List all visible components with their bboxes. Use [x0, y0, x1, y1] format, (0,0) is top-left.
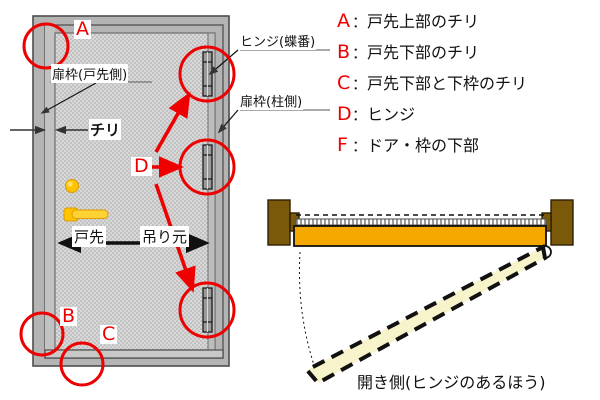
- door-chiri-step: [45, 25, 55, 358]
- door-leaf-panel: [54, 32, 216, 351]
- marker-label-a: A: [74, 18, 91, 40]
- legend-text: 戸先下部のチリ: [367, 43, 480, 62]
- callout-chiri: チリ: [89, 119, 122, 140]
- door-cylinder-lock: [65, 179, 79, 193]
- callout-frame-leading-side: 扉枠(戸先側): [51, 64, 129, 83]
- marker-circle-c: [59, 341, 105, 387]
- legend-text: ドア・枠の下部: [367, 136, 480, 155]
- legend-item: B ： 戸先下部のチリ: [337, 39, 595, 70]
- door-lever-handle: [63, 207, 109, 222]
- marker-circle-hinge-bottom: [178, 281, 236, 339]
- legend-text: ヒンジ: [367, 105, 416, 124]
- door-plan-group: [267, 199, 574, 386]
- legend-item: A ： 戸先上部のチリ: [337, 8, 595, 39]
- legend-separator: ：: [352, 44, 368, 62]
- plan-caption: 開き側(ヒンジのあるほう): [357, 373, 546, 392]
- legend-key: C: [337, 72, 351, 94]
- marker-circle-b: [19, 311, 65, 357]
- legend-key: D: [337, 103, 352, 125]
- marker-label-c: C: [100, 323, 118, 345]
- legend-text: 戸先上部のチリ: [367, 12, 480, 31]
- marker-circle-a: [22, 22, 70, 70]
- marker-label-b: B: [60, 305, 78, 327]
- hinge-bottom: [202, 287, 213, 333]
- plan-door-slab-open: [303, 243, 548, 386]
- hinge-middle: [202, 144, 213, 190]
- legend-item: C ： 戸先下部と下枠のチリ: [337, 70, 595, 101]
- legend: A ： 戸先上部のチリ B ： 戸先下部のチリ C ： 戸先下部と下枠のチリ D…: [337, 8, 595, 163]
- legend-key: A: [337, 10, 350, 32]
- legend-separator: ：: [352, 13, 368, 31]
- door-threshold: [44, 349, 224, 359]
- legend-separator: ：: [352, 106, 368, 124]
- legend-key: B: [337, 41, 351, 63]
- legend-item: D ： ヒンジ: [337, 101, 595, 132]
- marker-label-d: D: [131, 157, 152, 176]
- plan-left-jamb: [267, 199, 300, 246]
- plan-swing-arc: [298, 251, 321, 383]
- direction-label-right: 吊り元: [140, 226, 190, 247]
- callout-hinge: ヒンジ(蝶番): [239, 31, 317, 50]
- legend-key: F: [337, 134, 348, 156]
- legend-text: 戸先下部と下枠のチリ: [367, 74, 528, 93]
- marker-circle-hinge-top: [178, 45, 236, 103]
- legend-item: F ： ドア・枠の下部: [337, 132, 595, 163]
- direction-label-left: 戸先: [72, 226, 107, 247]
- callout-frame-pillar-side: 扉枠(柱側): [239, 91, 304, 110]
- legend-separator: ：: [352, 75, 368, 93]
- legend-separator: ：: [352, 137, 368, 155]
- plan-door-slab-closed: [293, 225, 547, 247]
- plan-seal-strip: [295, 218, 547, 226]
